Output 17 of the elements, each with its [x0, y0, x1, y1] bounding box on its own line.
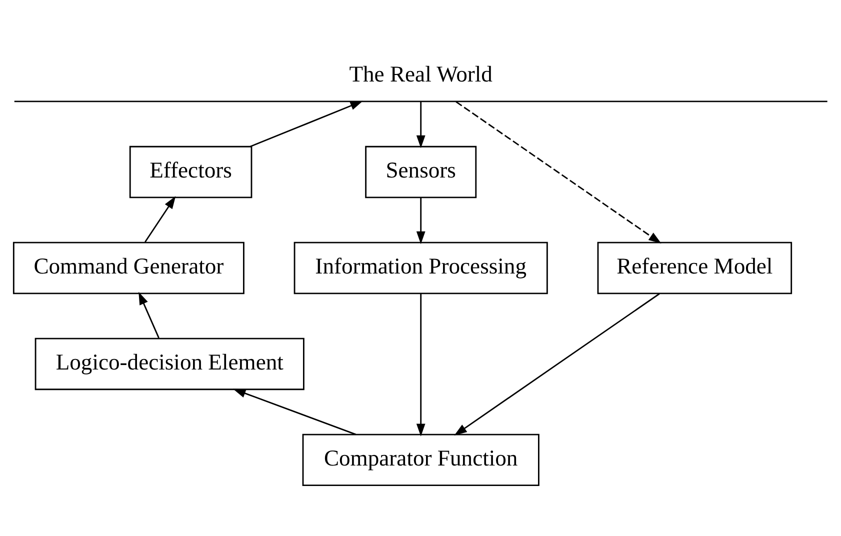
node-box: Logico-decision Element [34, 338, 304, 390]
arrow [454, 293, 660, 436]
node-box: Reference Model [597, 242, 792, 294]
node-box: Effectors [129, 146, 252, 198]
arrow [416, 198, 426, 244]
arrow [416, 294, 426, 436]
arrow [144, 196, 176, 242]
node-box: Comparator Function [302, 434, 540, 486]
arrow [250, 100, 363, 148]
arrow [416, 102, 426, 148]
arrow [232, 388, 356, 436]
node-box: Information Processing [294, 242, 548, 294]
node-box: Command Generator [12, 242, 244, 294]
arrow [138, 292, 160, 338]
node-text: The Real World [349, 61, 492, 86]
node-box: Sensors [365, 146, 477, 198]
arrow [456, 101, 662, 244]
